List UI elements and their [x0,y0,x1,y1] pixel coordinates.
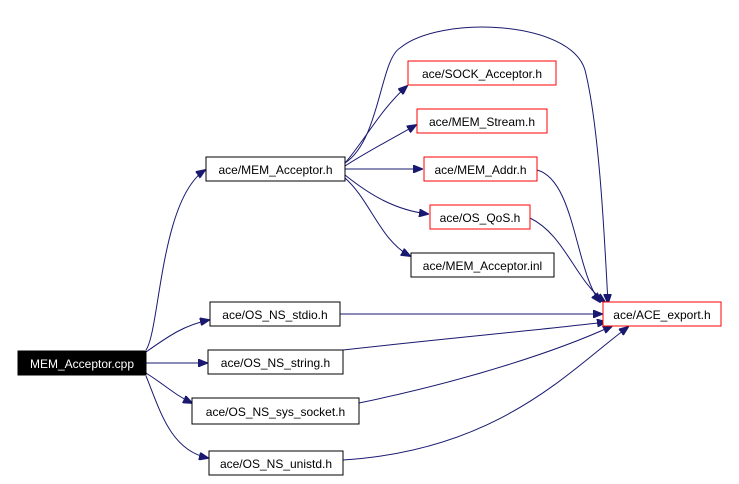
node-label: ace/SOCK_Acceptor.h [422,67,542,81]
edge-mem-acceptor-h-to-ace-export-h [344,26,608,303]
node-mem-addr-h[interactable]: ace/MEM_Addr.h [423,156,538,182]
node-sock-acceptor-h[interactable]: ace/SOCK_Acceptor.h [407,60,557,86]
node-root[interactable]: MEM_Acceptor.cpp [17,350,147,376]
edge-root-to-os-ns-stdio-h [145,320,209,353]
node-label: ace/OS_NS_string.h [221,356,330,370]
node-label: ace/OS_QoS.h [440,211,521,225]
node-os-qos-h[interactable]: ace/OS_QoS.h [429,204,531,230]
node-label: ace/OS_NS_unistd.h [220,457,332,471]
node-label: MEM_Acceptor.cpp [30,357,134,371]
node-label: ace/MEM_Addr.h [434,163,526,177]
edge-mem-acceptor-h-to-sock-acceptor-h [344,86,407,164]
node-label: ace/MEM_Acceptor.inl [423,259,542,273]
edge-os-ns-sys-socket-h-to-ace-export-h [358,326,612,404]
node-os-ns-stdio-h[interactable]: ace/OS_NS_stdio.h [209,301,341,327]
edges [145,26,628,461]
node-label: ace/MEM_Acceptor.h [218,163,332,177]
edge-root-to-os-ns-sys-socket-h [145,372,192,403]
node-os-ns-sys-socket-h[interactable]: ace/OS_NS_sys_socket.h [191,397,360,425]
node-ace-export-h[interactable]: ace/ACE_export.h [602,301,722,327]
node-label: ace/ACE_export.h [613,308,710,322]
edge-os-ns-string-h-to-ace-export-h [342,322,606,351]
node-mem-acceptor-inl[interactable]: ace/MEM_Acceptor.inl [410,252,555,278]
node-label: ace/OS_NS_sys_socket.h [206,405,345,419]
edge-mem-acceptor-h-to-mem-stream-h [344,125,416,167]
node-label: ace/MEM_Stream.h [429,115,535,129]
node-label: ace/OS_NS_stdio.h [222,308,327,322]
edge-mem-acceptor-h-to-os-qos-h [344,174,428,214]
node-mem-stream-h[interactable]: ace/MEM_Stream.h [416,108,548,134]
node-os-ns-string-h[interactable]: ace/OS_NS_string.h [207,349,344,375]
edge-root-to-os-ns-unistd-h [145,375,208,458]
edge-os-ns-unistd-h-to-ace-export-h [342,327,628,461]
edge-mem-addr-h-to-ace-export-h [536,169,600,302]
edge-os-qos-h-to-ace-export-h [529,217,605,302]
node-os-ns-unistd-h[interactable]: ace/OS_NS_unistd.h [208,450,344,476]
edge-mem-acceptor-h-to-mem-acceptor-inl [344,177,410,256]
edge-root-to-mem-acceptor-h [145,170,205,351]
node-mem-acceptor-h[interactable]: ace/MEM_Acceptor.h [205,156,346,182]
